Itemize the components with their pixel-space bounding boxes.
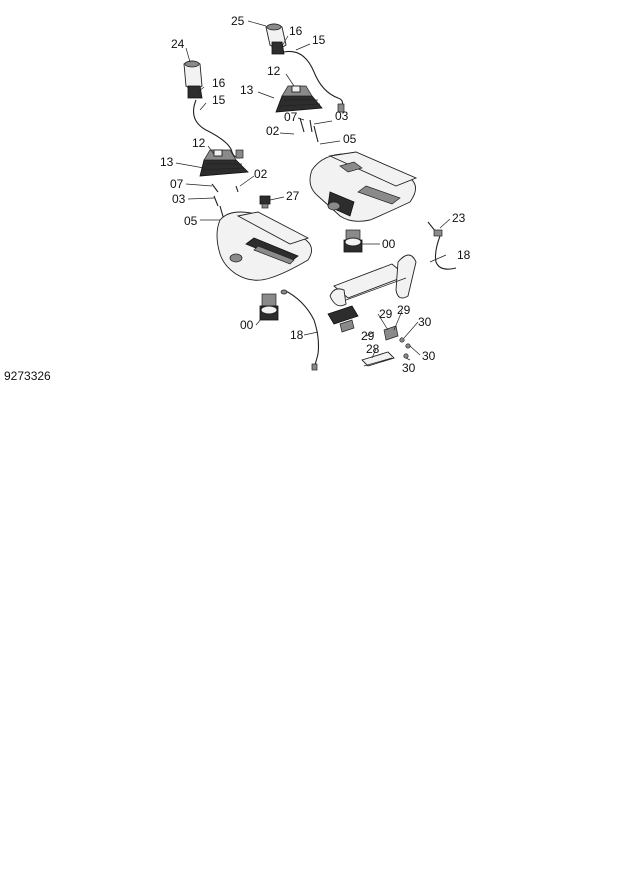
callout-07-right: 07 <box>284 110 298 124</box>
callout-05-left: 05 <box>184 214 198 228</box>
callout-30-a: 30 <box>418 315 432 329</box>
joystick-grip-left <box>183 60 244 159</box>
rotary-switch-right <box>343 229 363 253</box>
joystick-grip-right <box>265 23 345 113</box>
console-bracket <box>329 254 417 307</box>
callout-00-right: 00 <box>382 237 396 251</box>
callout-labels: 25 16 15 24 16 15 12 13 07 03 02 05 12 1… <box>160 14 471 375</box>
pilot-valve-right <box>275 85 323 113</box>
callout-28: 28 <box>366 342 380 356</box>
leader-lines <box>175 20 451 361</box>
callout-05-right: 05 <box>343 132 357 146</box>
callout-15-top: 15 <box>312 33 326 47</box>
callout-23: 23 <box>452 211 466 225</box>
callout-00-left: 00 <box>240 318 254 332</box>
callout-18-left: 18 <box>290 328 304 342</box>
callout-24: 24 <box>171 37 185 51</box>
rotary-switch-left <box>259 293 279 321</box>
callout-07-left: 07 <box>170 177 184 191</box>
callout-03-left: 03 <box>172 192 186 206</box>
sensor-23 <box>427 221 457 270</box>
callout-27: 27 <box>286 189 300 203</box>
callout-30-c: 30 <box>402 361 416 375</box>
bracket-28 <box>361 351 395 367</box>
callout-18-right: 18 <box>457 248 471 262</box>
callout-15-left: 15 <box>212 93 226 107</box>
callout-03-right: 03 <box>335 109 349 123</box>
pilot-valve-left <box>199 149 249 177</box>
callout-29-a: 29 <box>379 307 393 321</box>
callout-29-b: 29 <box>397 303 411 317</box>
harness-left <box>280 289 320 371</box>
callout-02-left: 02 <box>254 167 268 181</box>
callout-16-left: 16 <box>212 76 226 90</box>
callout-02-right: 02 <box>266 124 280 138</box>
callout-30-b: 30 <box>422 349 436 363</box>
callout-29-c: 29 <box>361 329 375 343</box>
console-left <box>216 211 312 281</box>
callout-13-right: 13 <box>240 83 254 97</box>
callout-12-right: 12 <box>267 64 281 78</box>
callout-16-top: 16 <box>289 24 303 38</box>
console-right <box>309 151 418 222</box>
callout-25: 25 <box>231 14 245 28</box>
callout-13-left: 13 <box>160 155 174 169</box>
switch-27 <box>259 195 271 209</box>
diagram-id: 9273326 <box>4 369 51 383</box>
callout-12-left: 12 <box>192 136 206 150</box>
